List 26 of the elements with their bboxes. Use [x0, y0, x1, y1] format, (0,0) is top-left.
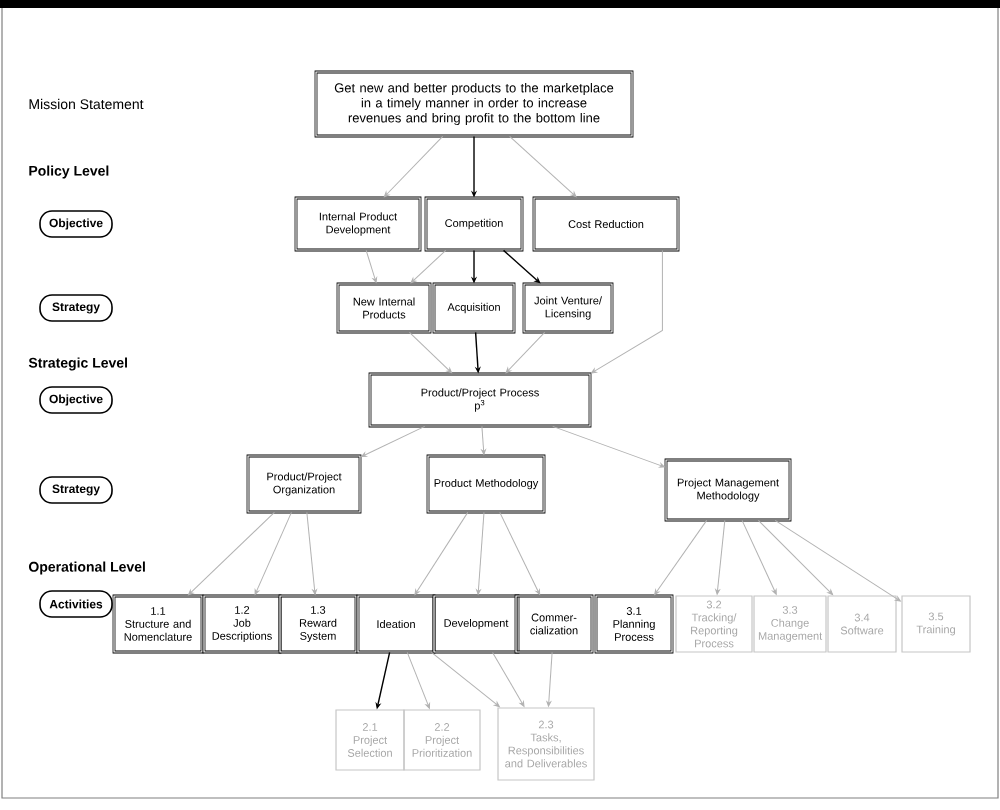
- arrow: [757, 519, 833, 595]
- arrow: [654, 519, 708, 596]
- arrow: [414, 511, 469, 596]
- arrow: [499, 511, 541, 595]
- arrow: [591, 249, 663, 374]
- arrow: [254, 511, 292, 595]
- arrow: [406, 651, 431, 709]
- arrow: [505, 331, 546, 374]
- arrow: [408, 331, 453, 374]
- arrow: [188, 511, 275, 596]
- arrow: [476, 511, 485, 595]
- arrow: [546, 651, 553, 707]
- arrow: [365, 249, 378, 283]
- arrow: [361, 425, 426, 458]
- arrow: [715, 519, 726, 595]
- arrow: [410, 249, 447, 284]
- arrow: [502, 249, 541, 284]
- arrow: [431, 651, 500, 708]
- arrow: [306, 511, 317, 595]
- arrow: [383, 135, 444, 198]
- arrow: [492, 651, 525, 707]
- arrow: [509, 135, 577, 198]
- arrow: [552, 425, 665, 468]
- arrow: [741, 519, 777, 595]
- arrow: [481, 425, 486, 455]
- arrow: [774, 519, 901, 602]
